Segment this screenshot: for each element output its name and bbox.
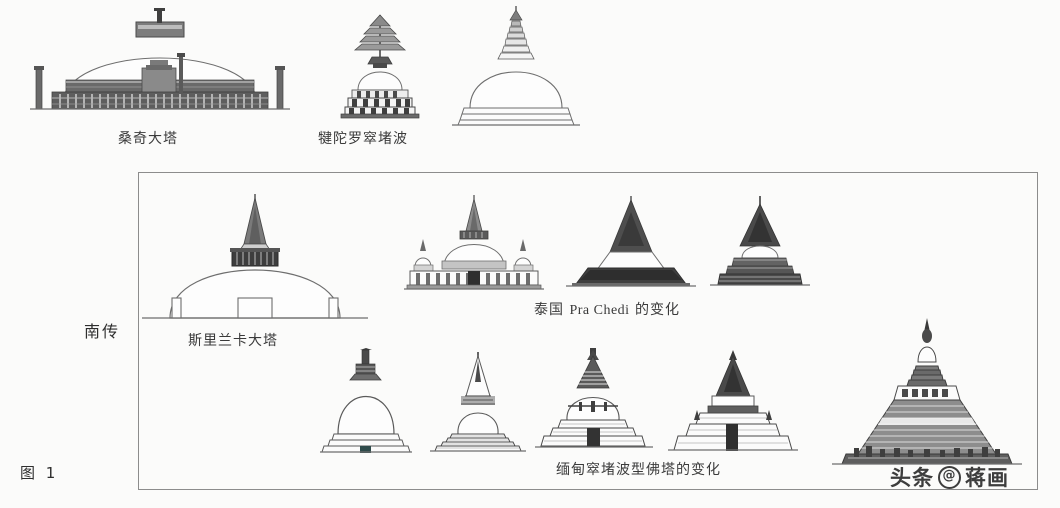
- theravada-side-label: 南传: [84, 322, 121, 341]
- theravada-panel: [138, 172, 1038, 490]
- gandhara-stupa-caption: 犍陀罗窣堵波: [318, 131, 408, 147]
- thailand-caption-suffix: 的变化: [629, 302, 681, 318]
- burmese-pagoda-stage-5-figure: [832, 318, 1022, 468]
- thailand-caption-prefix: 泰国: [534, 302, 570, 318]
- thai-chedi-stage-2-icon: [566, 196, 696, 287]
- burmese-pagoda-stage-3-icon: [535, 348, 653, 448]
- gandhara-stupa-icon: [340, 14, 420, 119]
- thai-chedi-stage-1-icon: [404, 195, 544, 290]
- thai-chedi-stage-3-icon: [710, 196, 810, 286]
- sri-lanka-stupa-caption: 斯里兰卡大塔: [188, 333, 278, 349]
- burmese-pagoda-stage-2-figure: [430, 352, 526, 456]
- burmese-pagoda-stage-1-icon: [320, 348, 412, 453]
- thailand-caption-latin: Pra Chedi: [569, 303, 630, 318]
- watermark-author: 蒋画: [965, 466, 1009, 490]
- sanchi-stupa-caption: 桑奇大塔: [118, 131, 178, 147]
- thai-chedi-stage-3-figure: [710, 196, 810, 290]
- gandhara-stupa-figure: [330, 12, 430, 120]
- bell-dome-stupa-figure: [452, 4, 580, 130]
- burmese-pagoda-stage-4-figure: [668, 350, 798, 456]
- sanchi-stupa-icon: [30, 8, 290, 110]
- burmese-pagoda-stage-4-icon: [668, 350, 798, 451]
- watermark-platform: 头条: [890, 466, 934, 490]
- burmese-pagoda-stage-3-figure: [535, 348, 653, 456]
- burmese-pagoda-stage-5-icon: [832, 318, 1022, 465]
- sanchi-stupa-figure: [30, 8, 290, 123]
- myanmar-evolution-caption: 缅甸窣堵波型佛塔的变化: [556, 462, 721, 478]
- figure-number-label: 图 1: [20, 464, 59, 482]
- burmese-pagoda-stage-2-icon: [430, 352, 526, 452]
- bell-dome-stupa-icon: [452, 6, 580, 126]
- burmese-pagoda-stage-1-figure: [320, 348, 412, 456]
- thai-chedi-stage-1-figure: [404, 193, 544, 291]
- sri-lanka-great-stupa-figure: [140, 192, 370, 332]
- thailand-evolution-caption: 泰国 Pra Chedi 的变化: [534, 299, 680, 319]
- watermark: 头条 @ 蒋画: [890, 462, 1009, 492]
- sri-lanka-great-stupa-icon: [142, 194, 368, 319]
- at-icon: @: [938, 465, 961, 489]
- thai-chedi-stage-2-figure: [566, 194, 696, 290]
